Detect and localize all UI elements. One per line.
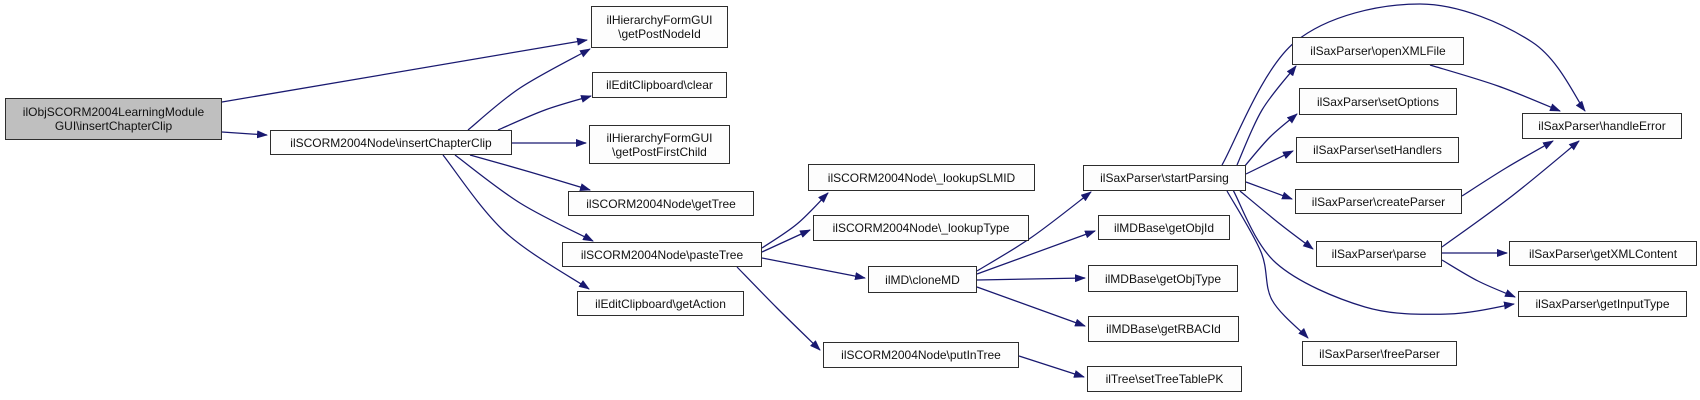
edge-startParsing-handleError — [1221, 3, 1586, 166]
node-label: ilSaxParser\handleError — [1538, 119, 1666, 133]
edges-group — [221, 3, 1586, 378]
node-label: ilSaxParser\getInputType — [1535, 297, 1670, 311]
edge-root-insertChapterClip — [221, 130, 268, 139]
edge-insertChapterClip-getAction — [442, 154, 590, 290]
node-createParser[interactable]: ilSaxParser\createParser — [1295, 189, 1462, 214]
edge-startParsing-setHandlers — [1245, 150, 1294, 175]
node-label: ilMDBase\getObjId — [1113, 220, 1215, 235]
edge-cloneMD-getObjId — [976, 230, 1096, 275]
node-getAction[interactable]: ilEditClipboard\getAction — [577, 291, 744, 316]
node-cloneMD[interactable]: ilMD\cloneMD — [868, 266, 977, 293]
edge-startParsing-openXMLFile — [1236, 65, 1297, 166]
node-label: ilSaxParser\getXMLContent — [1528, 246, 1678, 261]
node-setHandlers[interactable]: ilSaxParser\setHandlers — [1296, 137, 1459, 163]
edge-parse-getInputType — [1441, 259, 1516, 298]
edge-startParsing-parse — [1239, 190, 1314, 250]
edge-insertChapterClip-getTree — [469, 154, 591, 191]
edge-pasteTree-lookupSLMID — [761, 192, 829, 249]
node-label: \getPostFirstChild — [612, 144, 707, 159]
edge-pasteTree-cloneMD — [761, 257, 866, 281]
node-freeParser[interactable]: ilSaxParser\freeParser — [1302, 341, 1457, 366]
node-label: ilSCORM2004Node\_lookupType — [832, 221, 1010, 235]
node-getXMLContent[interactable]: ilSaxParser\getXMLContent — [1509, 241, 1697, 266]
edge-startParsing-createParser — [1245, 181, 1293, 200]
node-getPostNodeId[interactable]: ilHierarchyFormGUI\getPostNodeId — [591, 6, 728, 48]
node-pasteTree[interactable]: ilSCORM2004Node\pasteTree — [562, 242, 762, 267]
edge-parse-handleError — [1441, 140, 1580, 248]
node-clear[interactable]: ilEditClipboard\clear — [592, 72, 727, 98]
node-label: ilSaxParser\parse — [1331, 247, 1427, 261]
node-setTreeTablePK[interactable]: ilTree\setTreeTablePK — [1087, 366, 1242, 392]
node-putInTree[interactable]: ilSCORM2004Node\putInTree — [823, 342, 1019, 368]
node-getRBACId[interactable]: ilMDBase\getRBACId — [1088, 316, 1239, 342]
node-getPostFirstChild[interactable]: ilHierarchyFormGUI\getPostFirstChild — [589, 125, 730, 164]
edge-createParser-handleError — [1461, 140, 1554, 197]
edge-startParsing-getInputType — [1232, 189, 1515, 315]
node-label: ilSaxParser\setHandlers — [1313, 143, 1442, 157]
edge-putInTree-setTreeTablePK — [1018, 355, 1085, 378]
node-label: ilEditClipboard\clear — [606, 78, 713, 92]
node-getObjId[interactable]: ilMDBase\getObjId — [1098, 215, 1230, 240]
edge-root-getPostNodeId — [221, 37, 588, 103]
node-label: \getPostNodeId — [618, 27, 701, 41]
node-label: ilSaxParser\freeParser — [1319, 346, 1440, 361]
node-label: ilSaxParser\openXMLFile — [1310, 44, 1446, 58]
node-label: ilMDBase\getObjType — [1104, 271, 1222, 286]
edge-pasteTree-lookupType — [761, 229, 811, 253]
edge-insertChapterClip-pasteTree — [454, 154, 594, 242]
node-startParsing[interactable]: ilSaxParser\startParsing — [1083, 165, 1246, 191]
node-label: ilEditClipboard\getAction — [595, 296, 726, 311]
edge-insertChapterClip-clear — [497, 95, 592, 131]
edge-insertChapterClip-getPostNodeId — [467, 48, 591, 131]
edge-startParsing-freeParser — [1226, 190, 1309, 339]
node-label: ilObjSCORM2004LearningModule — [22, 105, 205, 119]
node-getObjType[interactable]: ilMDBase\getObjType — [1088, 265, 1238, 292]
node-label: GUI\insertChapterClip — [54, 119, 173, 133]
edge-openXMLFile-handleError — [1429, 64, 1561, 112]
node-label: ilHierarchyFormGUI — [606, 130, 713, 145]
node-parse[interactable]: ilSaxParser\parse — [1316, 241, 1442, 267]
node-lookupSLMID[interactable]: ilSCORM2004Node\_lookupSLMID — [808, 164, 1035, 191]
node-label: ilSCORM2004Node\pasteTree — [580, 247, 744, 262]
node-label: ilTree\setTreeTablePK — [1105, 372, 1224, 386]
edge-pasteTree-putInTree — [736, 266, 821, 351]
edge-cloneMD-startParsing — [976, 191, 1092, 272]
node-lookupType[interactable]: ilSCORM2004Node\_lookupType — [813, 215, 1029, 241]
node-label: ilSCORM2004Node\getTree — [586, 196, 736, 211]
node-handleError[interactable]: ilSaxParser\handleError — [1522, 113, 1682, 139]
node-label: ilSCORM2004Node\_lookupSLMID — [827, 170, 1016, 185]
node-label: ilSaxParser\createParser — [1311, 194, 1446, 209]
node-insertChapterClip[interactable]: ilSCORM2004Node\insertChapterClip — [270, 130, 512, 155]
node-label: ilMDBase\getRBACId — [1106, 322, 1221, 336]
edge-startParsing-setOptions — [1243, 113, 1298, 168]
node-label: ilSCORM2004Node\insertChapterClip — [290, 135, 492, 150]
node-label: ilSaxParser\startParsing — [1100, 171, 1229, 185]
node-getInputType[interactable]: ilSaxParser\getInputType — [1518, 291, 1687, 317]
edge-cloneMD-getObjType — [976, 274, 1086, 283]
node-label: ilSCORM2004Node\putInTree — [841, 348, 1001, 362]
node-openXMLFile[interactable]: ilSaxParser\openXMLFile — [1292, 37, 1464, 65]
node-label: ilMD\cloneMD — [885, 272, 960, 287]
node-getTree[interactable]: ilSCORM2004Node\getTree — [568, 191, 754, 216]
node-label: ilHierarchyFormGUI — [606, 13, 713, 27]
node-label: ilSaxParser\setOptions — [1316, 94, 1440, 109]
edge-cloneMD-getRBACId — [976, 286, 1086, 327]
node-setOptions[interactable]: ilSaxParser\setOptions — [1299, 88, 1457, 115]
